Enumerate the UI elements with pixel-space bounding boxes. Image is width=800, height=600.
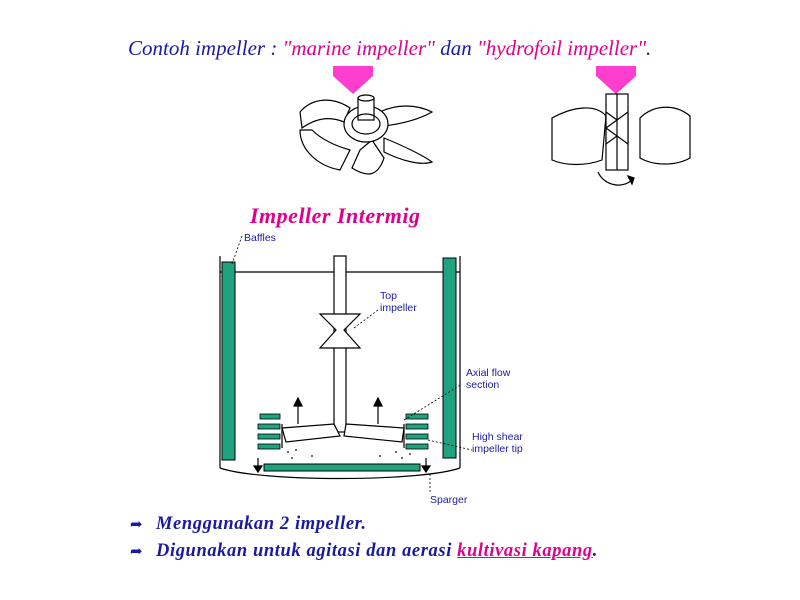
baffles-label: Baffles — [244, 232, 276, 244]
shear-tip-label-line2: impeller tip — [472, 443, 523, 455]
highlight-kultivasi-kapang: kultivasi kapang — [457, 541, 593, 561]
shear-tip-label-line1: High shear — [472, 431, 523, 443]
axial-flow-label-line2: section — [466, 379, 500, 391]
marine-down-arrow-icon — [333, 66, 373, 94]
bottom-impeller-icon — [281, 423, 405, 448]
top-impeller-label-line1: Top — [380, 290, 397, 302]
top-impeller-label: Top impeller — [380, 290, 417, 314]
top-impeller-label-line2: impeller — [380, 302, 417, 314]
gas-bubbles — [287, 449, 411, 459]
marine-impeller-label: "marine impeller" — [282, 36, 435, 60]
hydrofoil-impeller-label: "hydrofoil impeller" — [476, 36, 647, 60]
arrow-bullet-icon: ➦ — [130, 515, 144, 533]
shear-tip-leader-line — [427, 439, 473, 451]
right-shear-tip — [405, 413, 429, 450]
shear-tip-label: High shear impeller tip — [472, 431, 523, 455]
bullet-item-2: ➦ Digunakan untuk agitasi dan aerasi kult… — [130, 541, 598, 562]
top-impeller-icon — [318, 313, 362, 349]
bullet-text-2-end: . — [592, 541, 598, 561]
marine-impeller-icon — [299, 94, 434, 175]
top-impeller-leader-line — [353, 309, 379, 329]
page-title: Contoh impeller : "marine impeller" dan … — [128, 36, 651, 61]
arrow-bullet-icon: ➦ — [130, 542, 144, 560]
bullet-text-1: Menggunakan 2 impeller. — [156, 514, 367, 534]
axial-flow-label: Axial flow section — [466, 367, 510, 391]
hydrofoil-down-arrow-icon — [596, 66, 636, 94]
axial-flow-arrows — [252, 396, 432, 474]
diagram-title: Impeller Intermig — [250, 203, 421, 228]
bullet-item-1: ➦ Menggunakan 2 impeller. — [130, 514, 367, 535]
title-connector: dan — [434, 36, 477, 60]
axial-flow-label-line1: Axial flow — [466, 367, 511, 379]
sparger-label: Sparger — [430, 494, 468, 506]
right-baffle — [442, 257, 457, 459]
left-baffle — [221, 261, 236, 461]
title-suffix: . — [646, 36, 652, 60]
title-prefix: Contoh impeller : — [128, 36, 283, 60]
baffles-leader-line — [231, 235, 243, 265]
axial-flow-leader-line — [403, 383, 463, 421]
bullet-text-2: Digunakan untuk agitasi dan aerasi — [156, 541, 458, 561]
hydrofoil-impeller-icon — [551, 93, 691, 186]
sparger-bar — [263, 463, 421, 472]
left-shear-tip — [257, 413, 281, 450]
